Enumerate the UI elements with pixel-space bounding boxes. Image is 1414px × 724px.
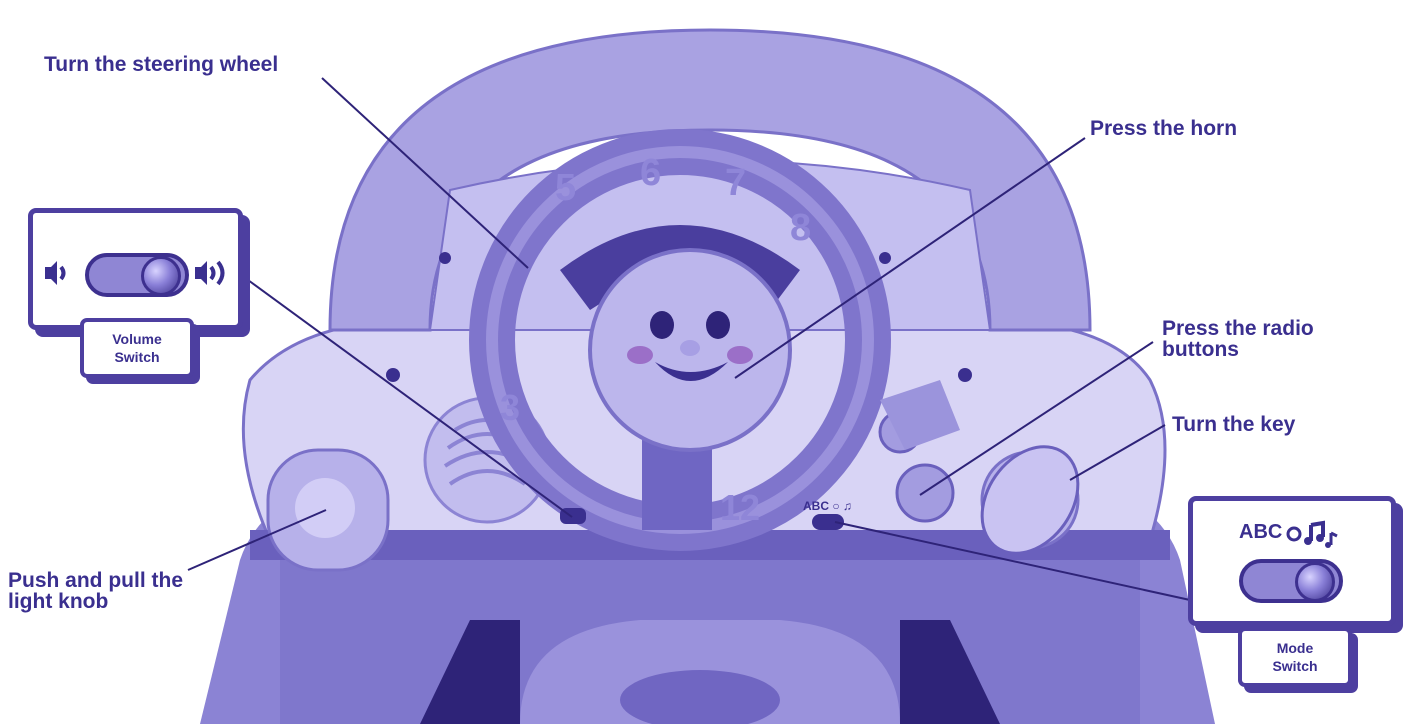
horn-nose <box>680 340 700 356</box>
speaker-low-icon <box>37 253 77 293</box>
screw-dot <box>386 368 400 382</box>
horn-eye-right <box>706 311 730 339</box>
wheel-number: 5 <box>555 167 576 209</box>
wheel-number: 8 <box>790 207 811 249</box>
mode-switch-panel: ABC <box>1188 496 1396 626</box>
volume-toggle-knob <box>141 256 181 296</box>
callout-radio-buttons: Press the radio buttons <box>1162 318 1332 360</box>
volume-switch-label: Volume Switch <box>80 318 194 378</box>
screw-dot <box>439 252 451 264</box>
horn-cheek <box>627 346 653 364</box>
volume-toggle-track <box>85 253 189 297</box>
mode-switch-label: Mode Switch <box>1238 627 1352 687</box>
toy-abc-mark: ABC ○ ♫ <box>803 499 852 513</box>
light-knob-face <box>295 478 355 538</box>
callout-horn: Press the horn <box>1090 118 1237 139</box>
volume-switch-panel <box>28 208 243 330</box>
radio-button <box>897 465 953 521</box>
mode-toggle-knob <box>1295 562 1335 602</box>
wheel-number: 6 <box>640 152 661 194</box>
callout-steering-wheel: Turn the steering wheel <box>44 54 278 75</box>
screw-dot <box>879 252 891 264</box>
wheel-number: 7 <box>725 162 746 204</box>
wheel-number: 3 <box>500 387 520 428</box>
callout-light-knob: Push and pull the light knob <box>8 570 193 612</box>
callout-key: Turn the key <box>1172 414 1295 435</box>
volume-switch-text: Volume Switch <box>102 330 172 366</box>
wheel-number: 12 <box>720 487 760 528</box>
horn-eye-left <box>650 311 674 339</box>
music-note-icon <box>1285 519 1355 549</box>
speaker-high-icon <box>191 253 235 293</box>
screw-dot <box>958 368 972 382</box>
horn-cheek <box>727 346 753 364</box>
abc-text: ABC <box>1239 521 1282 544</box>
mode-switch-text: Mode Switch <box>1265 639 1325 675</box>
mode-toggle-track <box>1239 559 1343 603</box>
